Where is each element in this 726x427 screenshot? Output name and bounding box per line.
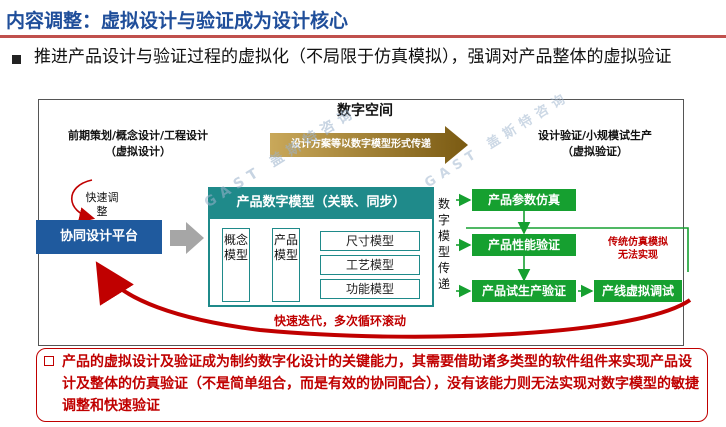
digital-space-title: 数字空间 — [337, 103, 393, 119]
size-model-box: 尺寸模型 — [320, 231, 420, 251]
quick-adjust-loop — [70, 179, 96, 223]
line-virtual-debug-box: 产线虚拟调试 — [594, 280, 682, 302]
platform-to-model-arrow — [170, 222, 204, 254]
trial-production-box: 产品试生产验证 — [472, 280, 576, 302]
traditional-note: 传统仿真模拟 无法实现 — [608, 237, 668, 261]
conclusion-text: 产品的虚拟设计及验证成为制约数字化设计的关键能力，其需要借助诸多类型的软件组件来… — [62, 354, 699, 414]
left-stage-label: 前期策划/概念设计/工程设计 — [67, 129, 209, 142]
model-transfer-vertical-label: 数字模型传递 — [437, 197, 450, 291]
title-underline — [0, 35, 726, 38]
param-sim-box: 产品参数仿真 — [472, 189, 576, 211]
quick-adjust-label: 快速调 整 — [85, 191, 119, 218]
iteration-label: 快速迭代，多次循环滚动 — [273, 314, 406, 328]
traditional-bracket — [466, 227, 689, 272]
process-model-box: 工艺模型 — [320, 255, 420, 275]
right-stage-label: 设计验证/小规模试生产 — [537, 129, 653, 142]
left-stage-sublabel: （虚拟设计） — [105, 145, 171, 158]
right-stage-sublabel: （虚拟验证） — [562, 145, 628, 158]
conclusion-bullet-icon — [44, 356, 54, 366]
collab-design-platform: 协同设计平台 — [36, 220, 162, 254]
transfer-arrow-label: 设计方案等以数字模型形式传递 — [291, 139, 431, 150]
bullet-square-icon — [12, 55, 21, 64]
perf-verify-box: 产品性能验证 — [472, 234, 576, 256]
transfer-arrow — [270, 126, 468, 164]
bullet-text: 推进产品设计与验证过程的虚拟化（不局限于仿真模拟），强调对产品整体的虚拟验证 — [34, 47, 672, 67]
product-model-box: 产品模型 — [272, 228, 300, 302]
iteration-return-arc — [95, 261, 692, 339]
conclusion-box — [36, 348, 708, 422]
function-model-box: 功能模型 — [320, 279, 420, 299]
product-digital-model-header: 产品数字模型（关联、同步） — [208, 187, 434, 219]
concept-model-box: 概念模型 — [222, 228, 250, 302]
page-title: 内容调整：虚拟设计与验证成为设计核心 — [6, 10, 349, 32]
